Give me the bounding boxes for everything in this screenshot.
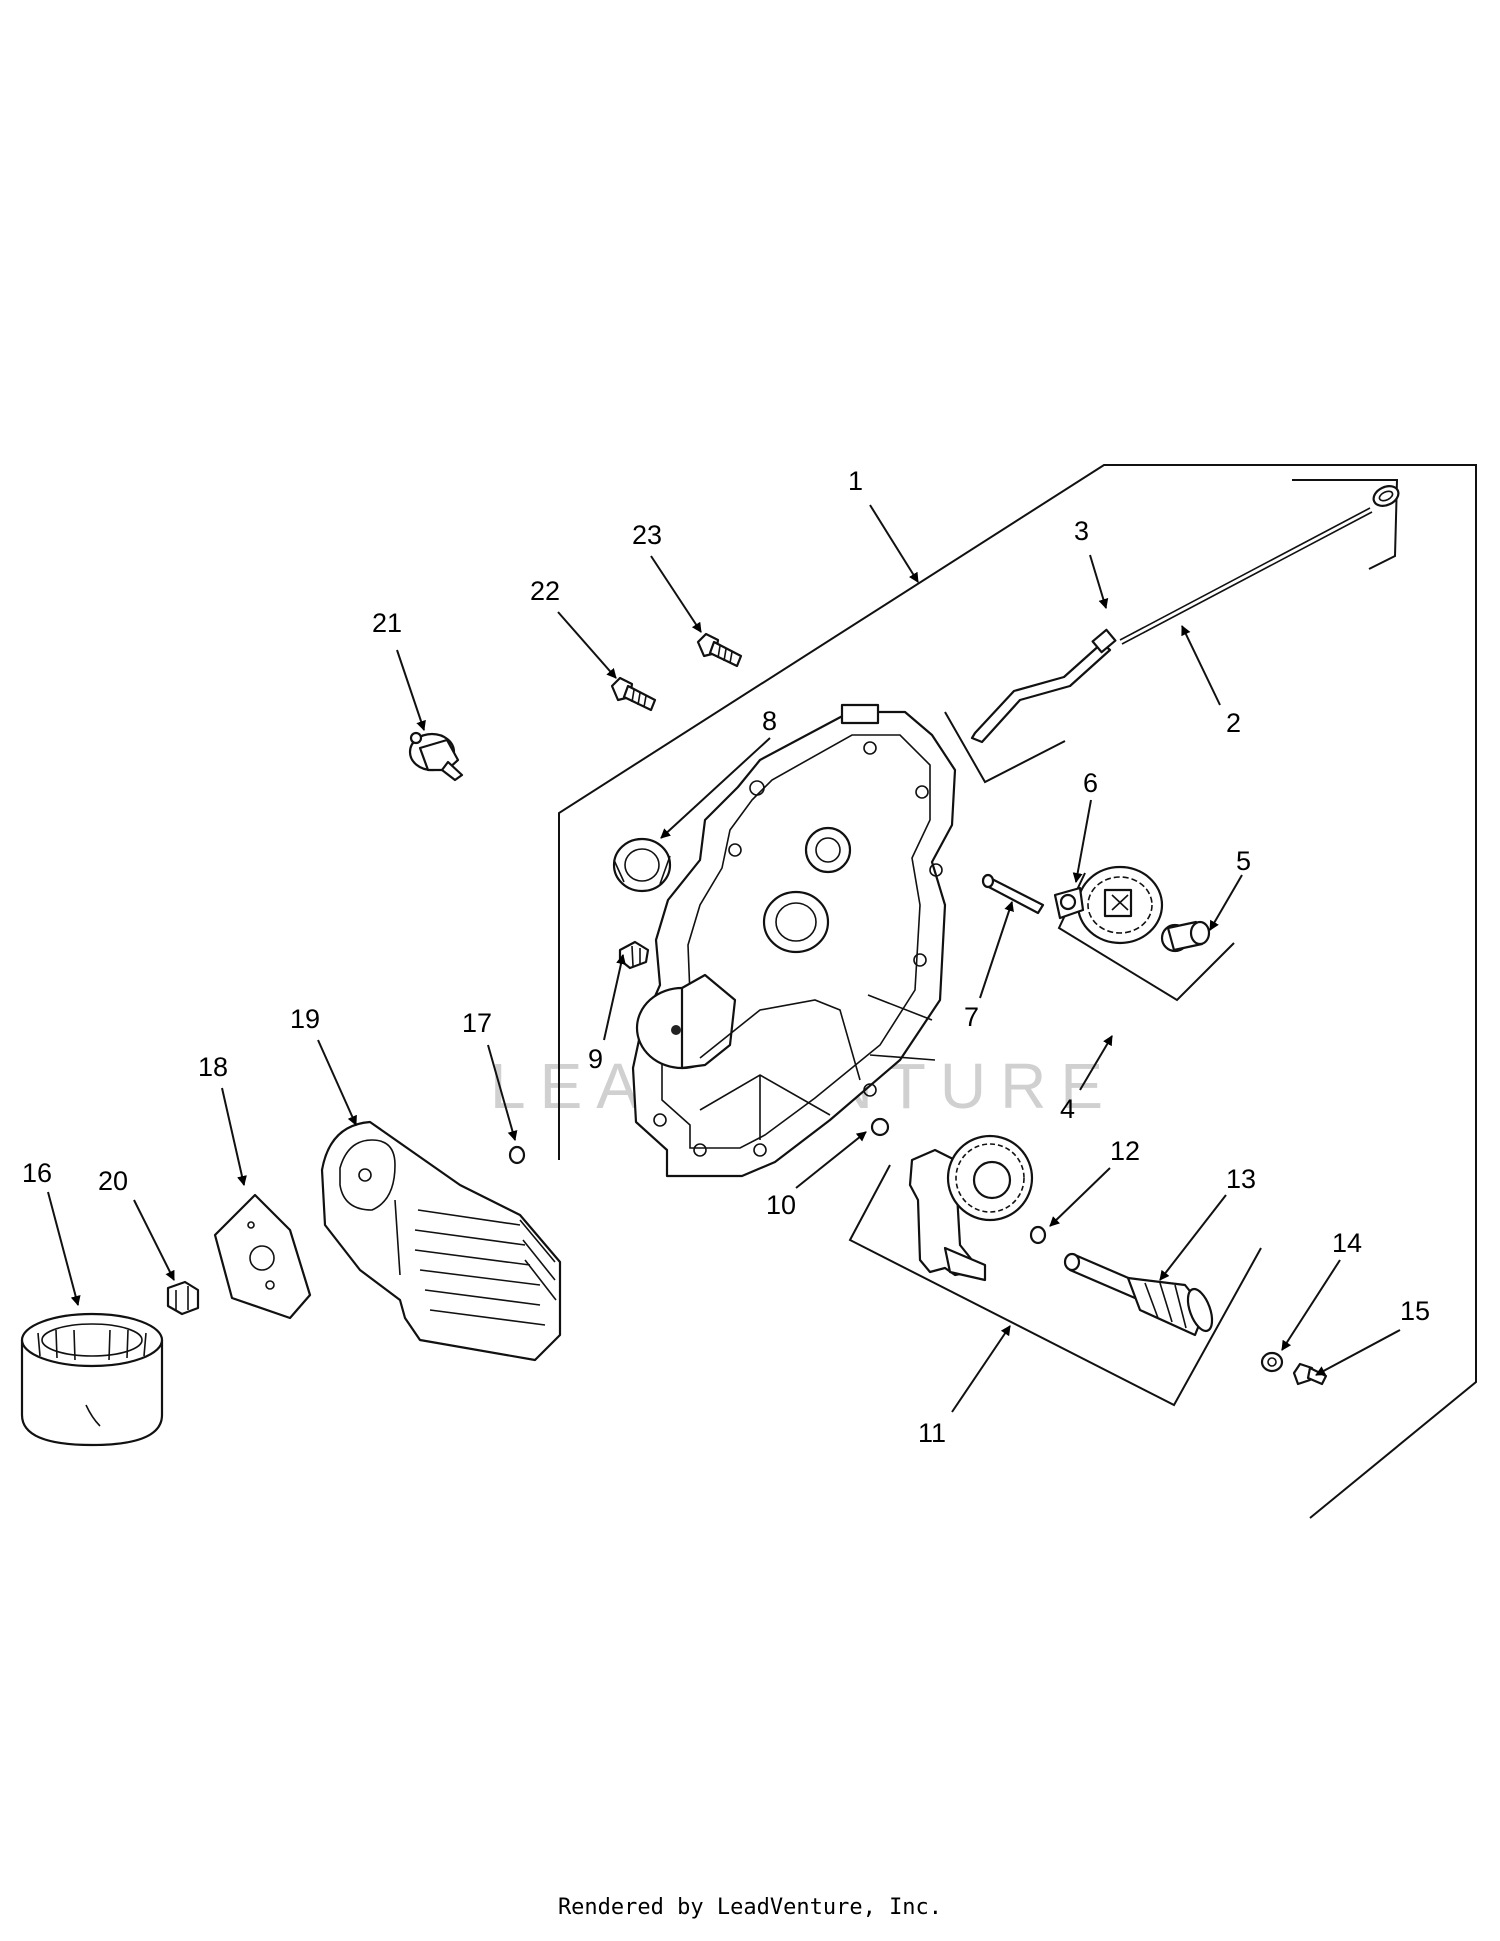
screw-22 xyxy=(610,676,657,712)
oil-cooler-adapter xyxy=(320,1120,562,1362)
dowel-plug xyxy=(508,1145,526,1165)
callout-20: 20 xyxy=(98,1166,128,1196)
callout-17: 17 xyxy=(462,1008,492,1038)
group-frame-dipstick-lower xyxy=(944,711,1066,784)
filter-nipple xyxy=(166,1280,200,1316)
callout-21: 21 xyxy=(372,608,402,638)
group-frame-dipstick xyxy=(1292,479,1399,570)
filter-adapter-gasket xyxy=(213,1193,312,1320)
callout-23: 23 xyxy=(632,520,662,550)
assembly-frame-1 xyxy=(558,464,1477,1519)
callout-7: 7 xyxy=(964,1002,979,1032)
callout-9: 9 xyxy=(588,1044,603,1074)
dipstick xyxy=(1119,485,1400,645)
o-ring-10 xyxy=(870,1117,890,1137)
o-ring-12 xyxy=(1029,1225,1047,1245)
callout-11: 11 xyxy=(918,1418,946,1448)
callout-10: 10 xyxy=(766,1190,796,1220)
governor-shaft-pin xyxy=(981,873,1045,915)
callout-14: 14 xyxy=(1332,1228,1362,1258)
footer-credit: Rendered by LeadVenture, Inc. xyxy=(557,1895,943,1920)
oil-filter xyxy=(20,1312,164,1447)
oil-pickup-screen xyxy=(1063,1252,1214,1337)
callout-5: 5 xyxy=(1236,846,1251,876)
crankcase-cover xyxy=(631,703,957,1178)
oil-pressure-switch xyxy=(408,731,464,782)
callout-18: 18 xyxy=(198,1052,228,1082)
governor-gear xyxy=(1076,865,1164,945)
shaft-plug xyxy=(1160,920,1211,953)
callout-22: 22 xyxy=(530,576,560,606)
callout-16: 16 xyxy=(22,1158,52,1188)
leader-lines xyxy=(47,504,1401,1413)
callout-19: 19 xyxy=(290,1004,320,1034)
callout-13: 13 xyxy=(1226,1164,1256,1194)
callout-3: 3 xyxy=(1074,516,1089,546)
callout-8: 8 xyxy=(762,706,777,736)
callout-12: 12 xyxy=(1110,1136,1140,1166)
pipe-plug xyxy=(618,940,650,970)
screw-23 xyxy=(696,632,743,668)
oil-pump xyxy=(908,1134,1034,1282)
callout-6: 6 xyxy=(1083,768,1098,798)
callout-4: 4 xyxy=(1060,1094,1075,1124)
dipstick-tube xyxy=(970,628,1117,744)
oil-seal xyxy=(612,837,672,893)
callout-2: 2 xyxy=(1226,708,1241,738)
washer xyxy=(1260,1351,1284,1373)
retaining-clip xyxy=(1053,886,1085,920)
callout-1: 1 xyxy=(848,466,863,496)
group-frame-oil-pump xyxy=(848,1164,1262,1407)
drain-screw xyxy=(1292,1362,1328,1386)
callout-15: 15 xyxy=(1400,1296,1430,1326)
